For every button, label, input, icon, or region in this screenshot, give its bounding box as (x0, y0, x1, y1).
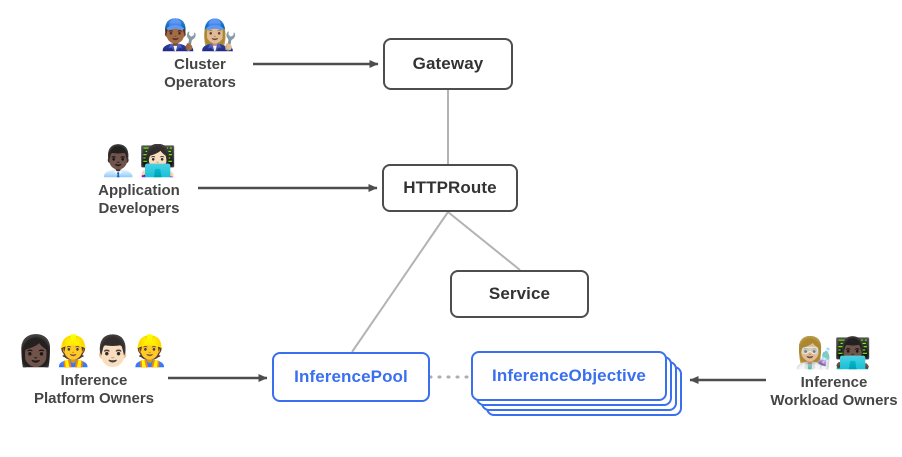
node-gateway[interactable]: Gateway (383, 38, 513, 90)
construction-worker-icons: 👩🏿‍👷👨🏻‍👷 (17, 335, 171, 368)
edge-httproute-to-inferencepool (351, 211, 449, 353)
persona-inference-workload-owners[interactable]: 👩🏼‍🔬👨🏿‍💻 Inference Workload Owners (766, 338, 902, 411)
persona-cluster-operators[interactable]: 👨🏾‍🔧👩🏼‍🔧 Cluster Operators (145, 20, 255, 93)
office-worker-technologist-icons: 👨🏿‍💼👩🏻‍💻 (99, 145, 179, 178)
node-service[interactable]: Service (450, 270, 589, 318)
persona-inference-platform-owners-label: Inference Platform Owners (33, 371, 155, 408)
node-service-label: Service (488, 284, 551, 303)
node-gateway-label: Gateway (412, 54, 484, 73)
node-inferencepool-label: InferencePool (294, 367, 408, 386)
node-inferenceobjective[interactable]: InferenceObjective (471, 351, 667, 401)
persona-inference-workload-owners-label: Inference Workload Owners (770, 373, 898, 410)
persona-cluster-operators-label: Cluster Operators (164, 55, 236, 92)
persona-inference-platform-owners[interactable]: 👩🏿‍👷👨🏻‍👷 Inference Platform Owners (17, 335, 171, 409)
edge-httproute-to-service (447, 211, 521, 271)
node-httproute-label: HTTPRoute (403, 178, 497, 197)
mechanic-icons: 👨🏾‍🔧👩🏼‍🔧 (160, 19, 240, 52)
persona-application-developers[interactable]: 👨🏿‍💼👩🏻‍💻 Application Developers (80, 146, 198, 219)
node-inferencepool[interactable]: InferencePool (272, 352, 430, 402)
node-inferenceobjective-label: InferenceObjective (492, 366, 646, 385)
node-httproute[interactable]: HTTPRoute (382, 164, 518, 212)
persona-application-developers-label: Application Developers (98, 181, 180, 218)
scientist-technologist-icons: 👩🏼‍🔬👨🏿‍💻 (794, 337, 874, 370)
